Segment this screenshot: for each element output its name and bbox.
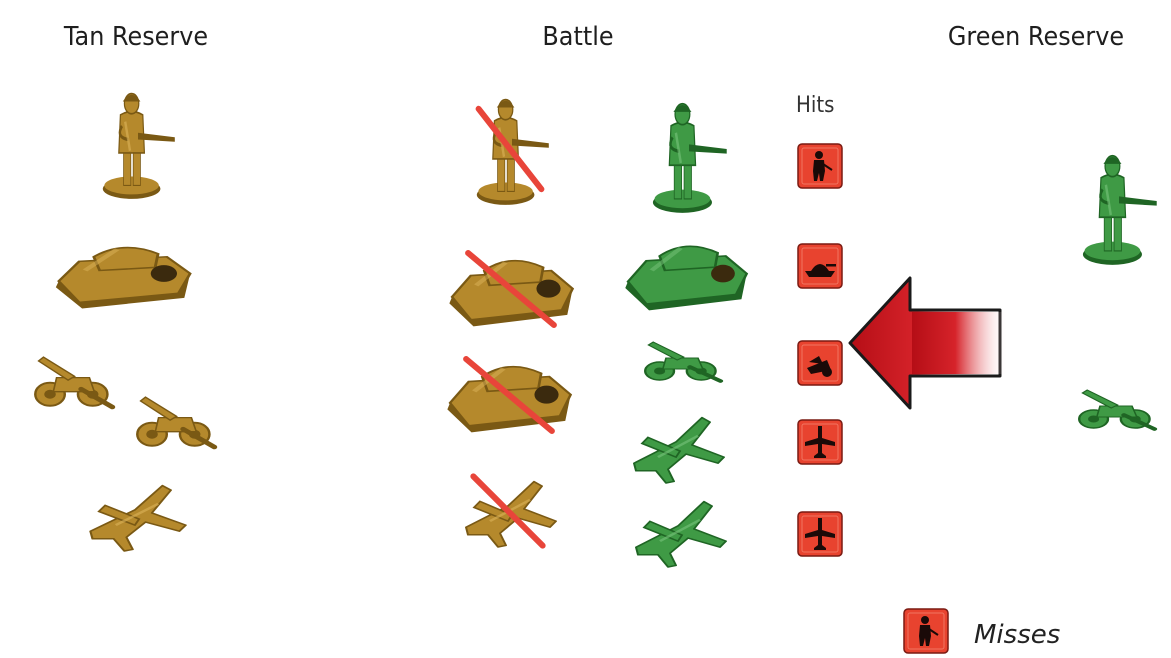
battle-green-soldier[interactable]	[648, 98, 730, 214]
reinforce-arrow	[848, 276, 1008, 410]
battle-green-artillery[interactable]	[642, 338, 722, 388]
miss-die-soldier-icon	[903, 608, 949, 654]
battle-green-tank[interactable]	[620, 232, 752, 312]
hits-label: Hits	[796, 93, 834, 118]
battle-green-plane[interactable]	[630, 494, 730, 570]
hit-die-plane-icon	[797, 511, 843, 557]
battle-title: Battle	[506, 22, 650, 52]
hit-die-tank-icon	[797, 243, 843, 289]
hit-die-plane-icon	[797, 419, 843, 465]
tan-reserve-artillery[interactable]	[134, 392, 216, 456]
tan-reserve-tank[interactable]	[50, 234, 196, 310]
tan-reserve-artillery[interactable]	[32, 352, 114, 416]
green-reserve-artillery[interactable]	[1076, 386, 1156, 436]
hit-die-soldier-icon	[797, 143, 843, 189]
misses-label: Misses	[974, 620, 1060, 650]
green-reserve-title: Green Reserve	[927, 22, 1144, 52]
green-reserve-soldier[interactable]	[1078, 150, 1160, 266]
hit-die-artillery-icon	[797, 340, 843, 386]
battle-green-plane[interactable]	[628, 410, 728, 486]
tan-reserve-plane[interactable]	[84, 478, 190, 554]
tan-reserve-soldier[interactable]	[98, 88, 178, 200]
tan-reserve-title: Tan Reserve	[46, 22, 226, 52]
